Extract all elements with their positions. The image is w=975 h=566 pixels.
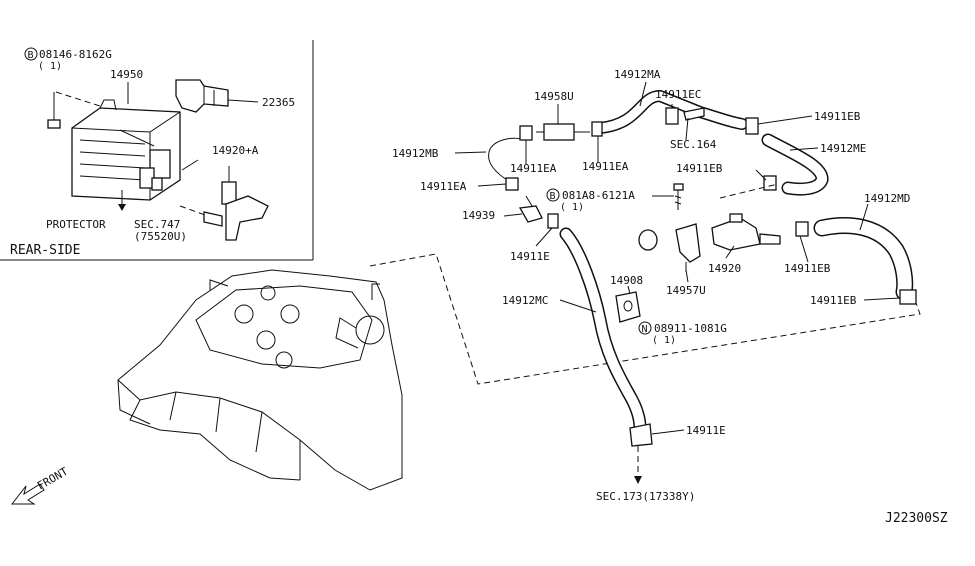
label-rear-side: REAR-SIDE [10, 243, 80, 258]
svg-text:B: B [550, 191, 556, 202]
hose-14912mb[interactable] [483, 128, 523, 184]
label-14911e-2: 14911E [686, 424, 726, 437]
label-14911ea-3: 14911EA [420, 180, 467, 193]
svg-text:N: N [642, 324, 648, 335]
clamp-14911eb-top[interactable] [745, 117, 759, 135]
label-14920-a: 14920+A [212, 144, 259, 157]
label-sec-747: SEC.747 [134, 218, 180, 231]
bolt-marker-2: B [546, 188, 560, 202]
label-14957u: 14957U [666, 284, 706, 297]
clamp-14911e-lower[interactable] [629, 423, 653, 447]
label-14911eb-1: 14911EB [814, 110, 861, 123]
label-14920: 14920 [708, 262, 741, 275]
sensor-22365[interactable] [175, 79, 259, 113]
filter-14958u[interactable] [536, 104, 590, 141]
leader-lines [454, 81, 901, 435]
label-14908: 14908 [610, 274, 643, 287]
label-14912mc: 14912MC [502, 294, 548, 307]
label-14911eb-2: 14911EB [676, 162, 723, 175]
bracket-14939[interactable] [518, 195, 543, 223]
sec-173-arrow [634, 446, 642, 484]
label-bolt2-qty: ( 1) [560, 202, 584, 213]
hose-14912ma[interactable] [594, 89, 748, 134]
label-14950: 14950 [110, 68, 143, 81]
engine-outline [117, 269, 403, 491]
hose-14912md[interactable] [813, 217, 914, 301]
hose-14912mc[interactable] [559, 227, 647, 435]
protector-arrow [118, 190, 126, 211]
clamp-14911eb-mid[interactable] [763, 175, 777, 191]
label-081a8-6121a: 081A8-6121A [562, 189, 635, 202]
clamp-14911e-upper[interactable] [547, 213, 559, 229]
label-bolt-qty: ( 1) [38, 61, 62, 72]
bolt-081a8[interactable] [673, 183, 684, 210]
label-14911eb-4: 14911EB [810, 294, 857, 307]
label-14911ea-1: 14911EA [510, 162, 557, 175]
label-14911eb-3: 14911EB [784, 262, 831, 275]
label-14911e-1: 14911E [510, 250, 550, 263]
label-14912me: 14912ME [820, 142, 866, 155]
label-14958u: 14958U [534, 90, 574, 103]
label-22365: 22365 [262, 96, 295, 109]
label-sec-164: SEC.164 [670, 138, 717, 151]
nut-marker: N [638, 321, 652, 335]
label-protector: PROTECTOR [46, 218, 106, 231]
canister-14950[interactable] [71, 99, 181, 201]
inset-bolt[interactable] [47, 91, 101, 129]
clamp-14911ec[interactable] [665, 104, 679, 125]
label-bolt-spec: 08146-8162G [39, 48, 112, 61]
label-14939: 14939 [462, 209, 495, 222]
label-14912md: 14912MD [864, 192, 910, 205]
label-14911ea-2: 14911EA [582, 160, 629, 173]
label-14912ma: 14912MA [614, 68, 661, 81]
front-arrow: FRONT [10, 465, 71, 505]
bolt-marker-1: B [24, 47, 38, 61]
inset-frame [0, 40, 314, 261]
diagram-id: J22300SZ [885, 511, 948, 526]
label-sec-173: SEC.173(17338Y) [596, 490, 695, 503]
label-14912mb: 14912MB [392, 147, 439, 160]
svg-text:B: B [28, 50, 34, 61]
clamp-14911ea-left[interactable] [505, 177, 519, 191]
clamp-14911eb-lower[interactable] [899, 289, 917, 305]
label-75520u: (75520U) [134, 230, 187, 243]
label-nut-qty: ( 1) [652, 335, 676, 346]
valve-14920-a[interactable] [179, 166, 269, 241]
svg-text:FRONT: FRONT [35, 465, 71, 493]
label-14911ec: 14911EC [655, 88, 701, 101]
clamp-14911eb-right[interactable] [795, 221, 809, 237]
label-08911-1081g: 08911-1081G [654, 322, 727, 335]
hose-14912me[interactable] [761, 133, 829, 196]
bracket-14957u[interactable] [675, 223, 701, 272]
clamp-14911ea-right[interactable] [591, 121, 603, 137]
valve-14920[interactable] [711, 183, 781, 251]
grommet-14908[interactable] [615, 229, 658, 323]
clamp-14911ea-top[interactable] [519, 125, 533, 141]
